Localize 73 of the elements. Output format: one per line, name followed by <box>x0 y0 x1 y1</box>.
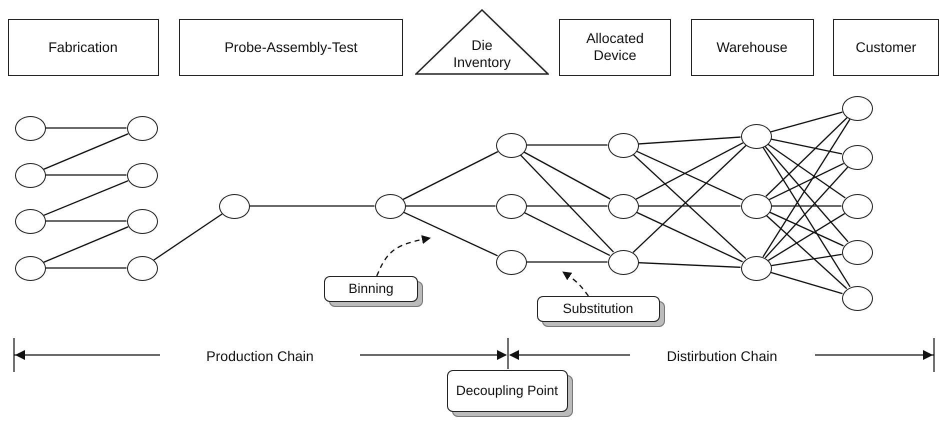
stage-box: Fabrication <box>8 18 158 76</box>
connector-line <box>769 212 844 246</box>
network-node <box>218 194 250 218</box>
connector-line <box>402 151 498 200</box>
network-node <box>608 250 638 274</box>
network-node <box>842 96 872 120</box>
connector-line <box>250 205 374 207</box>
connector-line <box>762 118 851 258</box>
connector-line <box>762 146 851 288</box>
connector-line <box>638 136 741 145</box>
connector-line <box>764 166 848 258</box>
connector-line <box>636 150 743 200</box>
connector-line <box>44 226 128 263</box>
network-node <box>842 194 872 218</box>
connector-line <box>765 117 848 197</box>
connector-line <box>638 262 741 268</box>
arrow <box>562 271 589 296</box>
network-node <box>740 256 772 280</box>
connector-line <box>524 151 610 200</box>
network-node <box>374 194 406 218</box>
connector-line <box>46 267 126 269</box>
stage-box: Allocated Device <box>559 18 671 76</box>
connector-line <box>766 214 848 290</box>
connector-line <box>520 154 614 253</box>
connector-line <box>636 212 743 262</box>
connector-line <box>768 213 845 261</box>
connector-line <box>406 205 496 207</box>
stage-box: Probe-Assembly-Test <box>179 18 403 76</box>
network-node <box>14 256 46 280</box>
connector-line <box>770 138 842 155</box>
network-node <box>740 194 772 218</box>
connector-line <box>638 205 740 207</box>
network-node <box>496 194 526 218</box>
connector-line <box>770 111 843 133</box>
network-node <box>496 250 526 274</box>
stage-box: Customer <box>833 18 939 76</box>
network-node <box>842 144 872 170</box>
connector-line <box>524 212 610 256</box>
arrow <box>376 235 431 276</box>
connector-line <box>44 180 128 216</box>
connector-line <box>46 127 126 129</box>
network-node <box>126 116 158 140</box>
connector-line <box>770 272 843 294</box>
network-node <box>14 116 46 140</box>
connector-line <box>771 254 842 266</box>
connector-line <box>526 205 608 207</box>
network-node <box>740 124 772 148</box>
network-node <box>14 162 46 188</box>
connector-line <box>772 205 842 207</box>
network-node <box>842 240 872 264</box>
connector-line <box>46 220 126 222</box>
network-node <box>608 194 638 218</box>
connector-line <box>44 133 128 170</box>
connector-line <box>526 144 608 146</box>
network-node <box>126 162 158 188</box>
network-node <box>842 286 872 310</box>
connector-line <box>526 261 608 263</box>
stage-box: Warehouse <box>690 18 814 76</box>
connector-line <box>46 174 126 176</box>
connector-line <box>403 212 498 256</box>
inventory-triangle: Die Inventory <box>415 9 549 75</box>
network-node <box>126 208 158 234</box>
connector-line <box>154 213 222 261</box>
connector-line <box>764 146 849 242</box>
chain-label: Production Chain <box>206 348 314 364</box>
connector-line <box>636 142 744 200</box>
connector-line <box>769 162 844 200</box>
connector-line <box>767 144 846 198</box>
chain-label: Distirbution Chain <box>666 348 778 364</box>
network-node <box>14 208 46 234</box>
network-node <box>608 132 638 158</box>
network-node <box>126 256 158 280</box>
network-node <box>496 132 526 158</box>
